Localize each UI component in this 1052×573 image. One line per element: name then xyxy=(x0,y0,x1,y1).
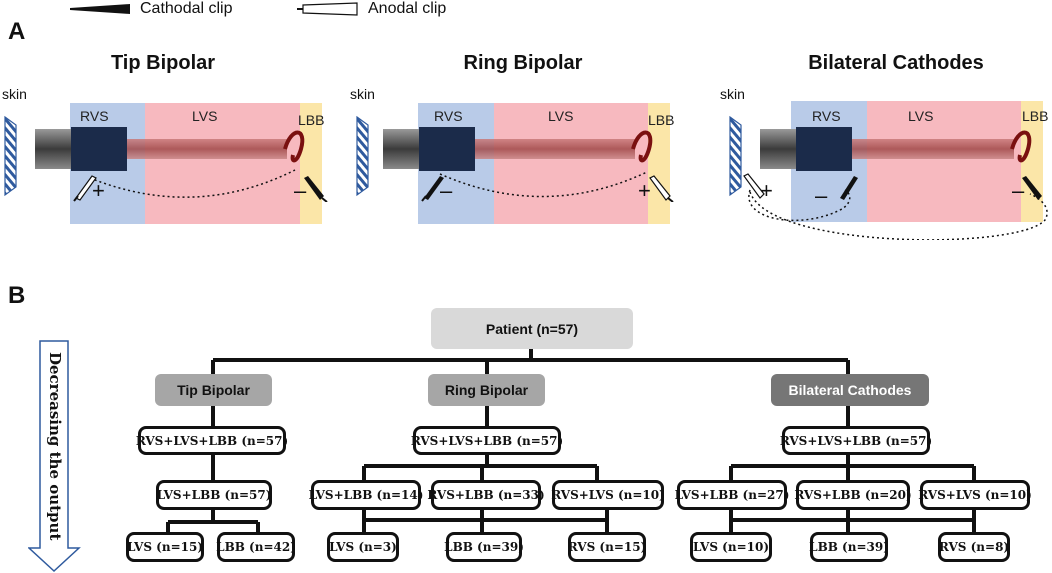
rvs-label: RVS xyxy=(80,108,109,124)
anodal-clip-icon xyxy=(297,2,358,16)
legend-cathodal-label: Cathodal clip xyxy=(140,0,233,17)
skin-label: skin xyxy=(2,86,27,102)
lvs-label: LVS xyxy=(192,108,218,124)
skin-label: skin xyxy=(720,86,745,102)
node-tip-level3-0: LVS (n=15) xyxy=(126,532,204,562)
node-bilateral-level1: RVS+LVS+LBB (n=57) xyxy=(780,426,932,455)
lbb-label: LBB xyxy=(298,112,325,128)
node-tip-level3-1: LBB (n=42) xyxy=(216,532,296,562)
panel-b-letter: B xyxy=(8,282,26,309)
node-bilateral-level3-1: LBB (n=39) xyxy=(809,532,889,562)
cathode-sign: – xyxy=(294,178,307,203)
skin-icon xyxy=(4,115,17,197)
lvs-region xyxy=(867,101,1021,222)
root-node: Patient (n=57) xyxy=(431,308,633,349)
circuit-path xyxy=(439,171,648,198)
node-ring-level3-0: LVS (n=3) xyxy=(327,532,399,562)
lvs-region xyxy=(494,103,648,224)
anode-sign: + xyxy=(638,178,651,203)
cathode-sign: – xyxy=(815,183,828,208)
anodal-clip-icon xyxy=(743,173,765,199)
panel-a-letter: A xyxy=(8,18,26,45)
cathodal-clip-icon xyxy=(840,176,858,200)
category-ring-bipolar: Ring Bipolar xyxy=(428,374,545,406)
cathodal-clip-icon xyxy=(1022,176,1042,200)
arrow-label: Decreasing the output xyxy=(46,352,64,541)
down-arrow-icon xyxy=(28,340,81,573)
node-tip-level1: RVS+LVS+LBB (n=57) xyxy=(136,426,288,455)
circuit-path xyxy=(89,169,296,198)
legend-anodal-label: Anodal clip xyxy=(368,0,447,17)
node-ring-level2-0: LVS+LBB (n=14) xyxy=(309,480,423,510)
node-ring-level2-2: RVS+LVS (n=10) xyxy=(551,480,665,510)
node-bilateral-level3-0: LVS (n=10) xyxy=(690,532,772,562)
mode-title-ring-bipolar: Ring Bipolar xyxy=(463,52,583,74)
skin-icon xyxy=(356,115,369,197)
pacing-lead xyxy=(760,127,1032,171)
node-ring-level1: RVS+LVS+LBB (n=57) xyxy=(411,426,563,455)
node-ring-level3-2: RVS (n=15) xyxy=(568,532,646,562)
pacing-lead xyxy=(383,127,653,171)
anode-sign: + xyxy=(760,178,773,203)
cathodal-clip-icon xyxy=(421,176,444,202)
mode-title-tip-bipolar: Tip Bipolar xyxy=(110,52,216,74)
node-bilateral-level2-2: RVS+LVS (n=10) xyxy=(918,480,1032,510)
lbb-label: LBB xyxy=(648,112,675,128)
node-bilateral-level2-0: LVS+LBB (n=27) xyxy=(675,480,789,510)
skin-label: skin xyxy=(350,86,375,102)
node-ring-level2-1: RVS+LBB (n=33) xyxy=(427,480,545,510)
node-bilateral-level3-2: RVS (n=8) xyxy=(938,532,1010,562)
node-bilateral-level2-1: RVS+LBB (n=20) xyxy=(794,480,912,510)
node-tip-level2-0: LVS+LBB (n=57) xyxy=(156,480,272,510)
rvs-label: RVS xyxy=(812,108,841,124)
lvs-label: LVS xyxy=(908,108,934,124)
lvs-label: LVS xyxy=(548,108,574,124)
node-ring-level3-1: LBB (n=39) xyxy=(444,532,524,562)
circuit-path xyxy=(748,189,1048,240)
category-bilateral-cathodes: Bilateral Cathodes xyxy=(771,374,929,406)
lbb-label: LBB xyxy=(1022,108,1049,124)
mode-title-bilateral-cathodes: Bilateral Cathodes xyxy=(808,52,984,74)
cathode-sign: – xyxy=(440,178,453,203)
pacing-lead xyxy=(35,127,305,171)
category-tip-bipolar: Tip Bipolar xyxy=(155,374,272,406)
lvs-region xyxy=(145,103,300,224)
skin-icon xyxy=(729,115,742,197)
anodal-clip-icon xyxy=(73,175,97,202)
anodal-clip-icon xyxy=(649,175,674,202)
cathodal-clip-icon xyxy=(304,176,328,202)
cathode-sign: – xyxy=(1012,178,1025,203)
cathodal-clip-icon xyxy=(70,4,130,14)
anode-sign: + xyxy=(92,178,105,203)
rvs-label: RVS xyxy=(434,108,463,124)
